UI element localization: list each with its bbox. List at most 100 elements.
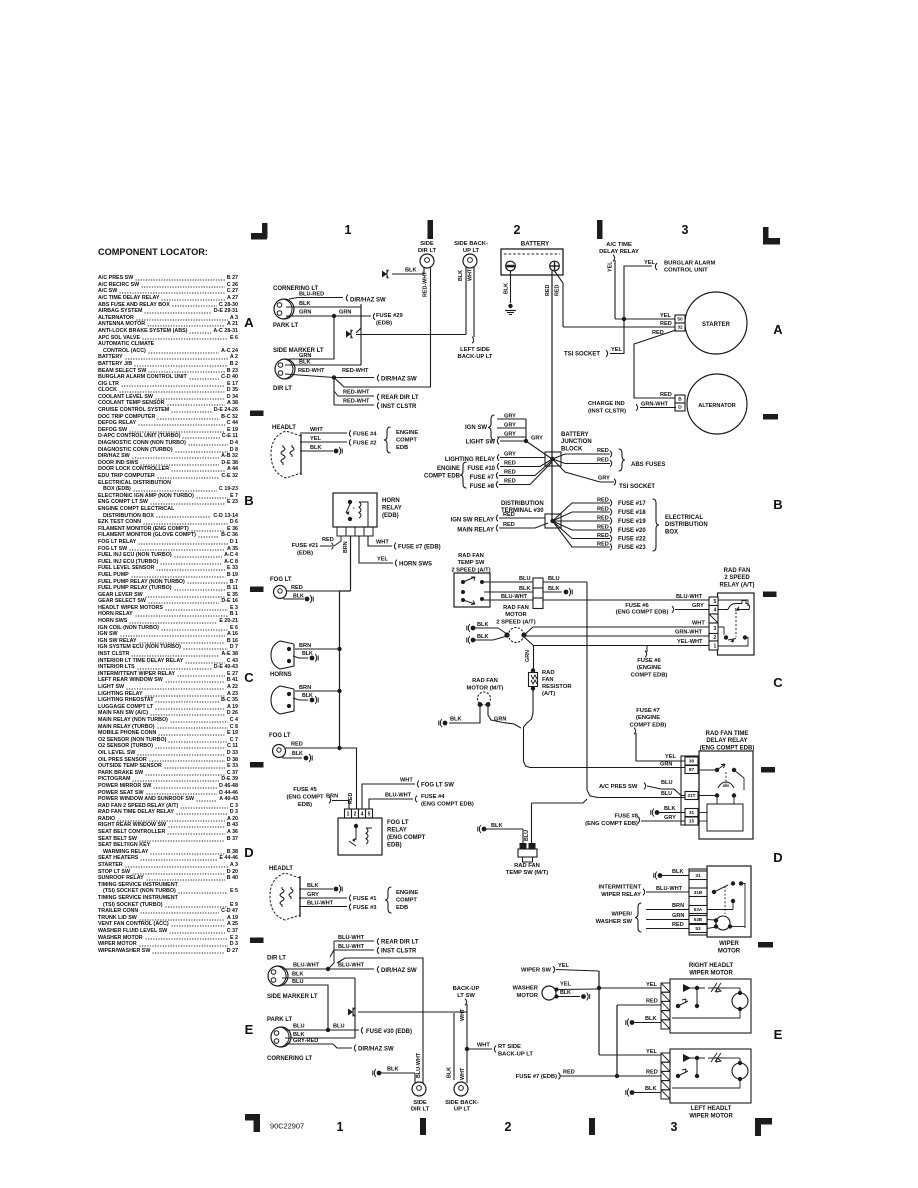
svg-text:2: 2 [714,635,717,641]
svg-text:MOTOR: MOTOR [718,949,741,955]
svg-text:FUSE #10: FUSE #10 [467,466,495,472]
svg-text:RED: RED [503,522,515,528]
svg-text:GRY: GRY [504,423,516,429]
svg-text:WHT: WHT [460,1008,466,1021]
svg-text:TEMP SW: TEMP SW [458,560,485,566]
svg-text:BLU-WHT: BLU-WHT [501,594,528,600]
svg-text:A: A [773,322,783,337]
svg-text:BLK: BLK [302,651,313,657]
svg-text:BLK: BLK [387,1067,399,1073]
svg-text:FOG LT SW: FOG LT SW [421,783,454,789]
svg-text:WASHER SW: WASHER SW [596,919,633,925]
svg-text:2 SPEED: 2 SPEED [724,575,750,581]
svg-text:BLU-WHT: BLU-WHT [416,1052,422,1078]
svg-text:RED: RED [504,470,516,476]
svg-text:(ENGINE: (ENGINE [637,665,661,671]
svg-text:FUSE #21: FUSE #21 [292,543,320,549]
svg-text:GRN: GRN [525,650,531,662]
svg-text:BLK: BLK [672,869,684,875]
svg-text:DIR/HAZ SW: DIR/HAZ SW [381,968,417,974]
svg-text:BATTERY: BATTERY [521,241,550,248]
svg-text:FUSE #3: FUSE #3 [353,905,377,911]
svg-text:DIR LT: DIR LT [411,1107,430,1113]
svg-text:53B: 53B [694,917,703,922]
svg-text:GRY: GRY [531,436,543,442]
svg-text:FUSE #8: FUSE #8 [614,814,638,820]
svg-text:MOTOR (M/T): MOTOR (M/T) [467,686,504,692]
svg-text:RELAY: RELAY [387,828,407,834]
svg-text:BLU: BLU [293,1024,305,1030]
svg-text:SIDE BACK-: SIDE BACK- [454,241,488,247]
svg-text:RED: RED [291,742,303,748]
svg-text:BLU-WHT: BLU-WHT [676,594,703,600]
svg-text:FUSE #6: FUSE #6 [637,658,661,664]
svg-text:INTERMITTENT: INTERMITTENT [598,885,641,891]
svg-text:FUSE #2: FUSE #2 [353,441,377,447]
svg-text:BLK: BLK [504,283,510,294]
svg-text:GRN-WHT: GRN-WHT [675,630,703,636]
svg-text:GRN: GRN [339,310,351,316]
svg-text:RAD FAN: RAD FAN [514,863,540,869]
svg-text:A/C PRES SW: A/C PRES SW [599,784,638,790]
svg-text:B: B [678,397,682,403]
svg-text:53A: 53A [694,907,703,912]
svg-text:800: 800 [723,783,730,788]
svg-text:15: 15 [689,819,695,825]
svg-text:DIR/HAZ SW: DIR/HAZ SW [381,377,417,383]
svg-text:53: 53 [695,926,701,932]
svg-text:31T: 31T [688,793,696,798]
svg-text:FUSE #4: FUSE #4 [421,794,445,800]
svg-text:RED: RED [597,516,609,522]
svg-text:GRY: GRY [692,603,704,609]
svg-text:YEL: YEL [310,436,321,442]
svg-text:FUSE #29: FUSE #29 [376,313,404,319]
svg-text:COMPT EDB: COMPT EDB [424,474,461,480]
svg-text:RED: RED [322,537,334,543]
svg-text:BLK: BLK [548,586,560,592]
svg-text:FUSE #30 (EDB): FUSE #30 (EDB) [366,1029,412,1035]
svg-text:BLK: BLK [560,990,571,996]
svg-text:EDB: EDB [396,445,408,451]
svg-text:2: 2 [514,223,521,237]
svg-text:YEL: YEL [377,557,388,563]
svg-text:RED-WHT: RED-WHT [343,399,370,405]
svg-text:FUSE #7: FUSE #7 [636,708,660,714]
svg-text:RAD FAN: RAD FAN [724,568,751,574]
svg-text:BLK: BLK [519,586,531,592]
svg-text:1: 1 [714,643,717,649]
svg-text:WHT: WHT [400,778,413,784]
svg-text:BRN: BRN [326,794,338,800]
svg-text:BLU-WHT: BLU-WHT [656,886,683,892]
svg-text:UP LT: UP LT [454,1107,471,1113]
svg-text:HORNS: HORNS [270,672,292,678]
svg-text:HEADLT: HEADLT [269,866,293,872]
svg-text:REAR DIR LT: REAR DIR LT [381,940,419,946]
svg-text:50: 50 [677,317,683,323]
svg-text:RED: RED [555,285,561,296]
svg-text:D: D [678,405,682,411]
svg-text:RED: RED [597,542,609,548]
svg-text:BLU: BLU [519,576,531,582]
svg-text:E: E [774,1027,783,1042]
svg-text:D: D [244,845,253,860]
svg-text:WHT: WHT [692,621,705,627]
svg-text:GRN: GRN [494,717,506,723]
svg-text:ENGINE: ENGINE [396,430,418,436]
svg-text:GRY: GRY [664,815,676,821]
svg-text:RED: RED [652,330,664,336]
svg-text:BLK: BLK [458,270,464,281]
svg-text:RED: RED [504,461,516,467]
svg-text:SIDE BACK-: SIDE BACK- [445,1100,479,1106]
svg-text:12: 12 [734,607,740,612]
svg-text:D: D [773,850,782,865]
svg-text:FUSE #7 (EDB): FUSE #7 (EDB) [516,1074,557,1080]
svg-text:RAD FAN: RAD FAN [458,553,484,559]
svg-text:1: 1 [347,811,350,817]
svg-text:BLK: BLK [299,301,311,307]
svg-text:E: E [245,1022,254,1037]
svg-text:BACK-UP: BACK-UP [453,986,480,992]
svg-text:BOX: BOX [665,529,678,535]
svg-text:YEL: YEL [644,260,655,266]
svg-text:(ENG COMPT EDB): (ENG COMPT EDB) [616,610,669,616]
svg-text:90C22907: 90C22907 [270,1122,304,1131]
